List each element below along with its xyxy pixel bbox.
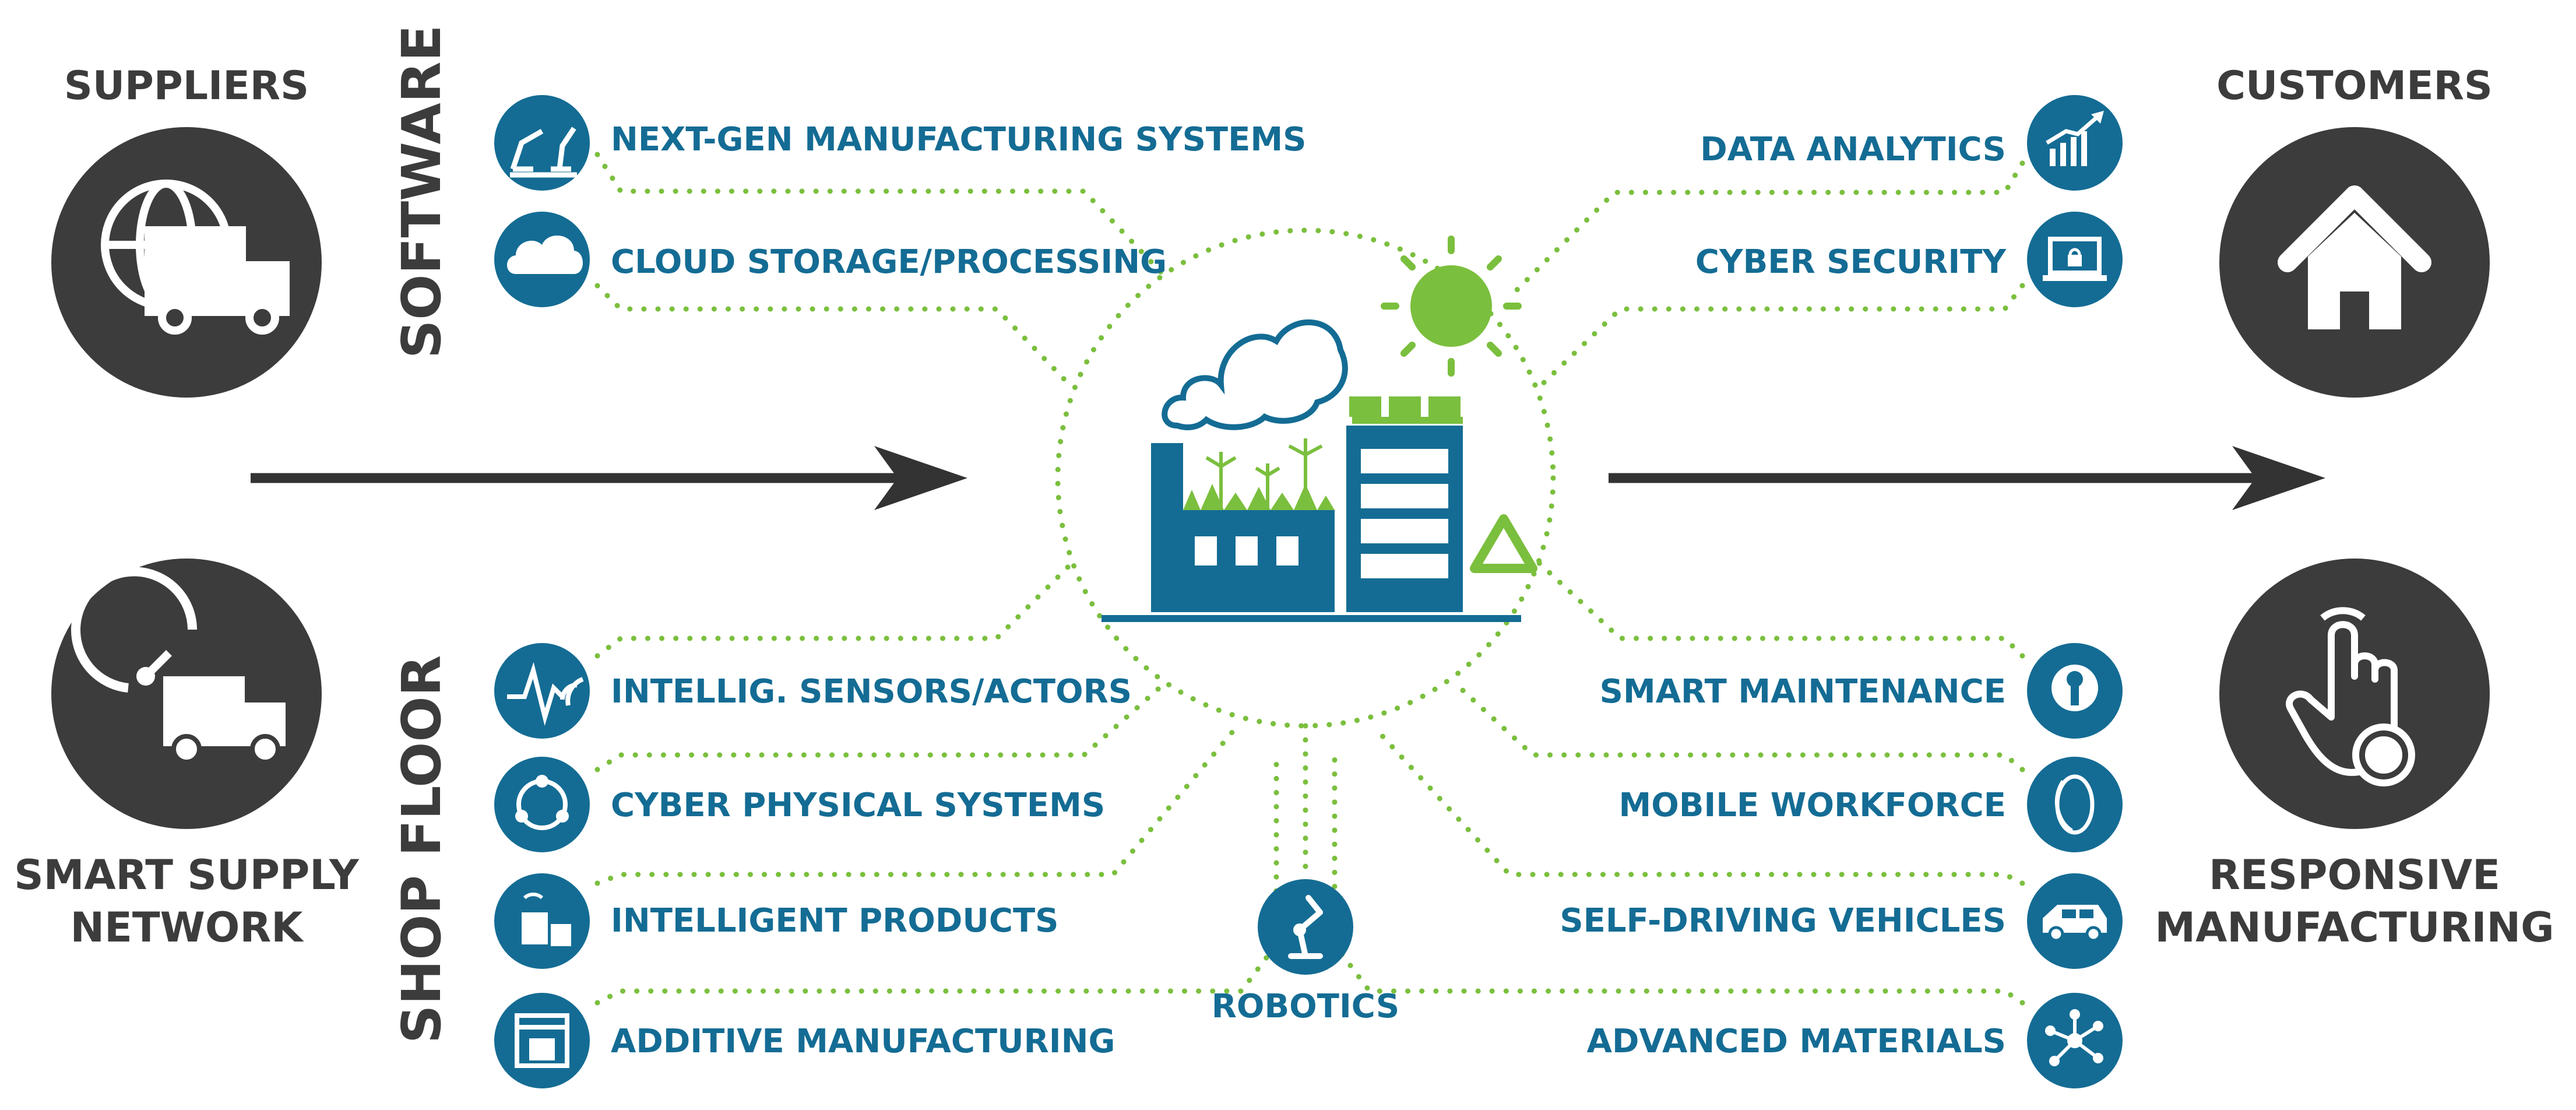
tech-item-cps: CYBER PHYSICAL SYSTEMS — [494, 757, 1105, 852]
connector-cps — [594, 682, 1166, 772]
cloud-icon — [507, 235, 583, 274]
flow-arrow-right — [1609, 446, 2325, 510]
touch-hand-icon — [2286, 607, 2415, 786]
smart-factory-illustration — [1102, 236, 1537, 622]
tech-item-robotics: ROBOTICS — [1212, 879, 1400, 1025]
tech-label-maintenance: SMART MAINTENANCE — [1600, 673, 2006, 711]
tech-label-analytics: DATA ANALYTICS — [1700, 131, 2006, 168]
sun-icon — [1381, 236, 1522, 377]
factory-ring — [1055, 227, 1556, 729]
connector-lines — [594, 152, 2025, 1006]
chart-growth-icon — [2046, 111, 2104, 166]
wind-turbines-icon — [1205, 438, 1323, 507]
tech-item-cloud: CLOUD STORAGE/PROCESSING — [494, 212, 1167, 307]
tech-label-materials: ADVANCED MATERIALS — [1587, 1023, 2006, 1060]
connector-products — [594, 729, 1236, 886]
connector-cloud — [594, 283, 1075, 391]
tech-item-analytics: DATA ANALYTICS — [1700, 95, 2123, 191]
suppliers-actor: SUPPLIERS — [51, 63, 322, 398]
connector-maintenance — [1536, 560, 2025, 659]
connector-sensors — [594, 560, 1075, 659]
smart-bags-icon — [522, 893, 571, 946]
responsive-label-2: MANUFACTURING — [2155, 904, 2554, 951]
cycle-nodes-icon — [515, 775, 569, 830]
tech-item-sensors: INTELLIG. SENSORS/ACTORS — [494, 643, 1132, 739]
tech-label-cps: CYBER PHYSICAL SYSTEMS — [611, 786, 1105, 824]
solar-panels-icon — [1349, 396, 1463, 424]
tech-label-sensors: INTELLIG. SENSORS/ACTORS — [611, 673, 1132, 711]
recycle-icon — [1470, 514, 1537, 573]
connector-materials — [1332, 749, 2025, 1006]
flow-arrow-left — [251, 446, 967, 510]
home-icon — [2278, 185, 2431, 329]
tech-item-additive: ADDITIVE MANUFACTURING — [494, 993, 1115, 1088]
tech-label-vehicles: SELF-DRIVING VEHICLES — [1560, 902, 2006, 940]
wrench-icon — [2051, 665, 2098, 711]
laptop-lock-icon — [2043, 237, 2107, 281]
connector-vehicles — [1375, 729, 2025, 886]
connector-additive — [594, 749, 1279, 1006]
tech-label-additive: ADDITIVE MANUFACTURING — [611, 1023, 1115, 1060]
tech-label-workforce: MOBILE WORKFORCE — [1618, 786, 2006, 824]
connector-security — [1536, 283, 2025, 391]
smart-glasses-icon — [2054, 774, 2095, 835]
connector-next-gen — [594, 152, 1166, 277]
3d-printer-icon — [515, 1013, 569, 1068]
smart-supply-label-2: NETWORK — [70, 904, 304, 951]
tech-item-vehicles: SELF-DRIVING VEHICLES — [1560, 873, 2123, 969]
suppliers-label: SUPPLIERS — [64, 63, 309, 109]
smart-supply-label-1: SMART SUPPLY — [14, 851, 360, 899]
car-icon — [2043, 905, 2107, 942]
sensor-pulse-icon — [507, 662, 584, 726]
tech-item-products: INTELLIGENT PRODUCTS — [494, 873, 1059, 969]
robot-arms-icon — [510, 127, 577, 178]
customers-label: CUSTOMERS — [2216, 63, 2493, 109]
cloud-outline-icon — [1162, 319, 1348, 430]
tech-label-robotics: ROBOTICS — [1212, 988, 1400, 1025]
tech-item-security: CYBER SECURITY — [1695, 212, 2123, 307]
smart-supply-actor: SMART SUPPLY NETWORK — [14, 558, 360, 951]
tech-item-workforce: MOBILE WORKFORCE — [1618, 757, 2123, 852]
tech-item-next-gen: NEXT-GEN MANUFACTURING SYSTEMS — [494, 95, 1306, 191]
tech-label-cloud: CLOUD STORAGE/PROCESSING — [611, 243, 1167, 281]
molecule-icon — [2045, 1009, 2103, 1066]
section-title-shop-floor: SHOP FLOOR — [390, 655, 453, 1044]
customers-actor: CUSTOMERS — [2216, 63, 2493, 398]
speed-truck-icon — [71, 567, 286, 764]
tech-label-security: CYBER SECURITY — [1695, 243, 2007, 281]
tech-item-materials: ADVANCED MATERIALS — [1587, 993, 2123, 1088]
section-title-software: SOFTWARE — [390, 25, 453, 359]
globe-truck-icon — [101, 180, 290, 335]
responsive-label-1: RESPONSIVE — [2209, 851, 2500, 899]
tech-item-maintenance: SMART MAINTENANCE — [1600, 643, 2123, 739]
robot-arm-icon — [1288, 895, 1323, 959]
connector-workforce — [1454, 682, 2025, 772]
tech-label-products: INTELLIGENT PRODUCTS — [611, 902, 1059, 940]
tech-label-next-gen: NEXT-GEN MANUFACTURING SYSTEMS — [611, 121, 1306, 159]
responsive-actor: RESPONSIVE MANUFACTURING — [2155, 558, 2554, 951]
